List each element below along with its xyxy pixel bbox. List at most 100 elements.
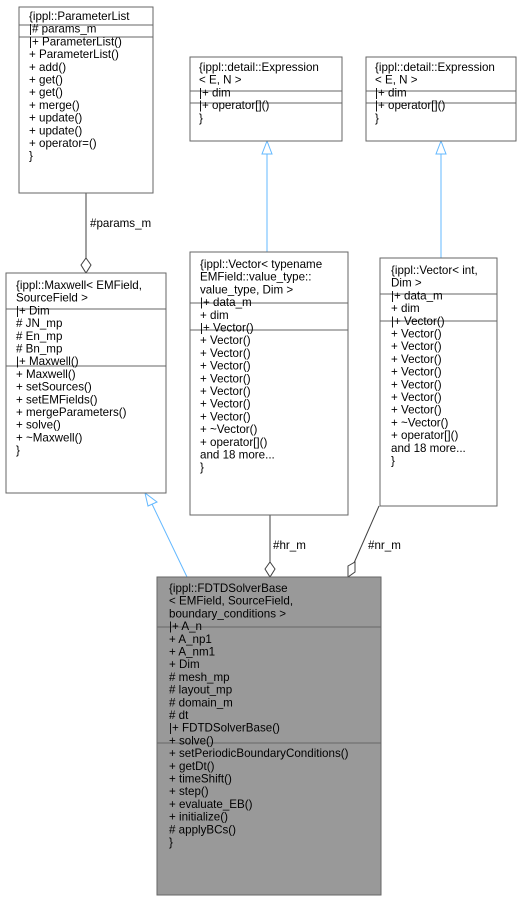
node-parameter-list-box [18, 6, 154, 194]
node-expression-2-text: {ippl::detail::Expression< E, N >|+ dim|… [375, 61, 495, 125]
nr-edge-line [353, 505, 380, 564]
nr-diamond [347, 561, 356, 578]
params-composition-edge: #params_m [80, 193, 151, 274]
member-line: + add() [29, 61, 66, 74]
member-line: } [375, 112, 379, 125]
member-line: and 18 more... [200, 449, 275, 462]
member-line: # Bn_mp [16, 343, 62, 356]
member-line: boundary_conditions > [169, 607, 286, 620]
member-line: + setEMFields() [16, 393, 98, 406]
member-line: and 18 more... [391, 442, 466, 455]
member-line: + update() [29, 112, 82, 125]
node-fdtd-solver-base[interactable]: {ippl::FDTDSolverBase< EMField, SourceFi… [156, 576, 382, 896]
member-line: value_type, Dim > [200, 283, 293, 296]
member-line: + Vector() [200, 410, 251, 423]
member-line: + Vector() [200, 372, 251, 385]
inheritance-line-maxwell [151, 503, 188, 578]
member-line: } [169, 836, 173, 849]
member-line: + Vector() [391, 391, 442, 404]
member-line: + merge() [29, 99, 80, 112]
member-line: + A_nm1 [169, 646, 215, 659]
node-vector-typename-box [189, 251, 349, 516]
member-line: + mergeParameters() [16, 406, 127, 419]
node-vector-int-text: {ippl::Vector< int,Dim >|+ data_m+ dim|+… [391, 264, 478, 468]
member-line: + timeShift() [169, 773, 232, 786]
member-line: + initialize() [169, 811, 228, 824]
member-line: {ippl::Vector< typename [200, 258, 322, 271]
member-line: |+ A_n [169, 620, 202, 633]
member-line: + Maxwell() [16, 368, 76, 381]
node-vector-int[interactable]: {ippl::Vector< int,Dim >|+ data_m+ dim|+… [379, 257, 498, 507]
member-line: + operator=() [29, 137, 97, 150]
member-line: < E, N > [375, 74, 418, 87]
member-line: |+ FDTDSolverBase() [169, 722, 280, 735]
member-line: |+ dim [375, 86, 407, 99]
inheritance-arrow-2 [435, 139, 447, 155]
member-line: |+ ParameterList() [29, 35, 122, 48]
member-line: + Vector() [391, 328, 442, 341]
member-line: + Dim [169, 658, 200, 671]
member-line: {ippl::Vector< int, [391, 264, 478, 277]
member-line: + evaluate_EB() [169, 798, 253, 811]
member-line: + dim [391, 302, 420, 315]
member-line: {ippl::FDTDSolverBase [169, 582, 288, 595]
member-line: EMField::value_type:: [200, 271, 311, 284]
node-vector-typename[interactable]: {ippl::Vector< typenameEMField::value_ty… [189, 251, 349, 516]
member-line: } [16, 444, 20, 457]
member-line: {ippl::detail::Expression [375, 61, 495, 74]
member-line: # applyBCs() [169, 823, 236, 836]
member-line: + Vector() [391, 366, 442, 379]
member-line: + ParameterList() [29, 48, 119, 61]
member-line: |+ Maxwell() [16, 355, 79, 368]
member-line: + step() [169, 785, 209, 798]
member-line: SourceField > [16, 292, 88, 305]
inheritance-arrow-maxwell [144, 491, 158, 507]
member-line: + operator[]() [391, 429, 458, 442]
member-line: |+ Vector() [391, 315, 445, 328]
member-line: + get() [29, 74, 63, 87]
node-fdtd-solver-base-text: {ippl::FDTDSolverBase< EMField, SourceFi… [169, 582, 349, 849]
nr-composition-edge: #nr_m [347, 505, 401, 578]
node-expression-1[interactable]: {ippl::detail::Expression< E, N >|+ dim|… [189, 56, 343, 142]
inheritance-edge-maxwell [144, 491, 188, 578]
member-line: # dt [169, 709, 189, 722]
node-expression-2-box [365, 56, 517, 142]
member-line: # mesh_mp [169, 671, 230, 684]
member-line: + Vector() [391, 378, 442, 391]
member-line: + A_np1 [169, 633, 212, 646]
member-line: } [391, 455, 395, 468]
node-vector-typename-text: {ippl::Vector< typenameEMField::value_ty… [200, 258, 322, 474]
member-line: } [200, 461, 204, 474]
member-line: + solve() [169, 734, 214, 747]
node-expression-2[interactable]: {ippl::detail::Expression< E, N >|+ dim|… [365, 56, 517, 142]
params-edge-label: #params_m [90, 217, 151, 230]
member-line: Dim > [391, 277, 422, 290]
member-line: # JN_mp [16, 317, 62, 330]
member-line: {ippl::ParameterList [29, 10, 130, 23]
member-line: } [199, 112, 203, 125]
member-line: + operator[]() [200, 436, 267, 449]
node-maxwell[interactable]: {ippl::Maxwell< EMField,SourceField >|+ … [5, 272, 167, 494]
member-line: + ~Vector() [200, 423, 257, 436]
member-line: } [29, 150, 33, 163]
member-line: < E, N > [199, 74, 242, 87]
member-line: # En_mp [16, 330, 62, 343]
member-line: + Vector() [391, 340, 442, 353]
hr-composition-edge: #hr_m [264, 515, 306, 578]
inheritance-edge-expression-1 [261, 139, 273, 252]
member-line: + Vector() [200, 398, 251, 411]
node-expression-1-box [189, 56, 343, 142]
member-line: + get() [29, 86, 63, 99]
member-line: + setPeriodicBoundaryConditions() [169, 747, 349, 760]
nr-edge-label: #nr_m [368, 539, 401, 552]
member-line: + Vector() [200, 347, 251, 360]
member-line: + Vector() [391, 404, 442, 417]
member-line: + setSources() [16, 381, 92, 394]
member-line: |+ Vector() [200, 322, 254, 335]
member-line: + Vector() [391, 353, 442, 366]
node-maxwell-box [5, 272, 167, 494]
member-line: |+ data_m [391, 289, 443, 302]
member-line: |+ dim [199, 86, 231, 99]
node-parameter-list[interactable]: {ippl::ParameterList|# params_m|+ Parame… [18, 6, 154, 194]
member-line: # layout_mp [169, 684, 232, 697]
